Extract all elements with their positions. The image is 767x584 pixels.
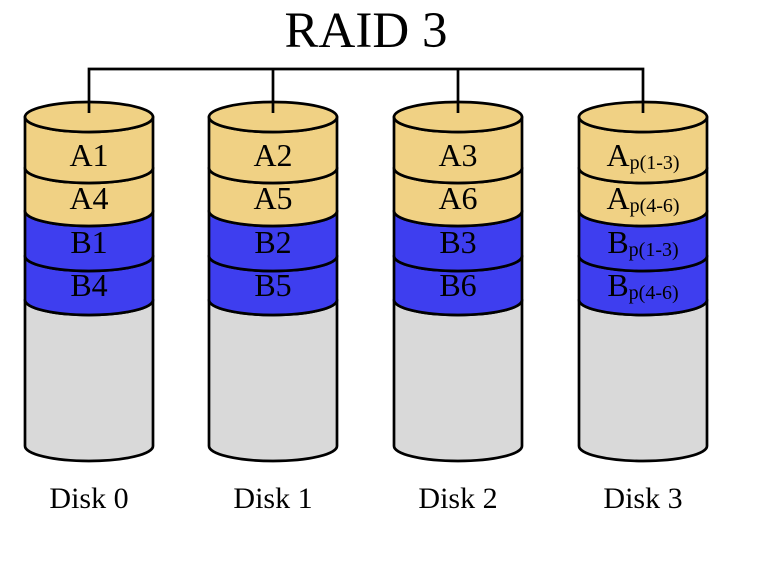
block-label-sub: p(1-3) xyxy=(629,239,679,261)
disk-1-cylinder xyxy=(207,100,339,463)
block-label: A6 xyxy=(438,180,477,216)
block-label: A2 xyxy=(253,137,292,173)
disk-body xyxy=(207,298,339,463)
block-label-main: A4 xyxy=(69,180,108,216)
block-label-main: B5 xyxy=(254,267,291,303)
diagram-title: RAID 3 xyxy=(285,3,448,59)
disk-body xyxy=(23,298,155,463)
block-label-main: B2 xyxy=(254,224,291,260)
disk-3-cylinder xyxy=(577,100,709,463)
disk-name-label: Disk 1 xyxy=(233,482,312,515)
block-label: A1 xyxy=(69,137,108,173)
block-label: A5 xyxy=(253,180,292,216)
block-label: A4 xyxy=(69,180,108,216)
disk-0-cylinder xyxy=(23,100,155,463)
disk-body xyxy=(577,298,709,463)
block-label-main: A6 xyxy=(438,180,477,216)
disk-name-label: Disk 2 xyxy=(418,482,497,515)
block-label-main: B xyxy=(607,224,628,260)
block-label: B4 xyxy=(70,267,107,303)
block-label-main: A2 xyxy=(253,137,292,173)
block-label-main: A5 xyxy=(253,180,292,216)
block-label: Ap(4-6) xyxy=(606,180,679,217)
block-label: B2 xyxy=(254,224,291,260)
block-label: Bp(4-6) xyxy=(607,267,678,304)
block-label-main: B1 xyxy=(70,224,107,260)
disk-1-labels: A2 A5 B2 B5 Disk 1 xyxy=(233,137,312,515)
disk-2-labels: A3 A6 B3 B6 Disk 2 xyxy=(418,137,497,515)
block-label-main: A xyxy=(606,180,629,216)
disk-0-labels: A1 A4 B1 B4 Disk 0 xyxy=(49,137,128,515)
block-label: B3 xyxy=(439,224,476,260)
block-label-sub: p(4-6) xyxy=(629,282,679,304)
disk-name-label: Disk 0 xyxy=(49,482,128,515)
block-label: B6 xyxy=(439,267,476,303)
block-label: Bp(1-3) xyxy=(607,224,678,261)
block-label: Ap(1-3) xyxy=(606,137,679,174)
block-label-main: B xyxy=(607,267,628,303)
block-label: B1 xyxy=(70,224,107,260)
block-label-sub: p(1-3) xyxy=(630,152,680,174)
bus-connector-line xyxy=(87,67,645,113)
block-label-main: B3 xyxy=(439,224,476,260)
block-label-main: A1 xyxy=(69,137,108,173)
block-label-main: A xyxy=(606,137,629,173)
disk-3-labels: Ap(1-3) Ap(4-6) Bp(1-3) Bp(4-6) Disk 3 xyxy=(603,137,682,515)
block-label-sub: p(4-6) xyxy=(630,195,680,217)
block-label: A3 xyxy=(438,137,477,173)
block-label-main: B4 xyxy=(70,267,107,303)
disk-name-label: Disk 3 xyxy=(603,482,682,515)
disk-body xyxy=(392,298,524,463)
block-label-main: B6 xyxy=(439,267,476,303)
disk-2-cylinder xyxy=(392,100,524,463)
block-label: B5 xyxy=(254,267,291,303)
block-label-main: A3 xyxy=(438,137,477,173)
